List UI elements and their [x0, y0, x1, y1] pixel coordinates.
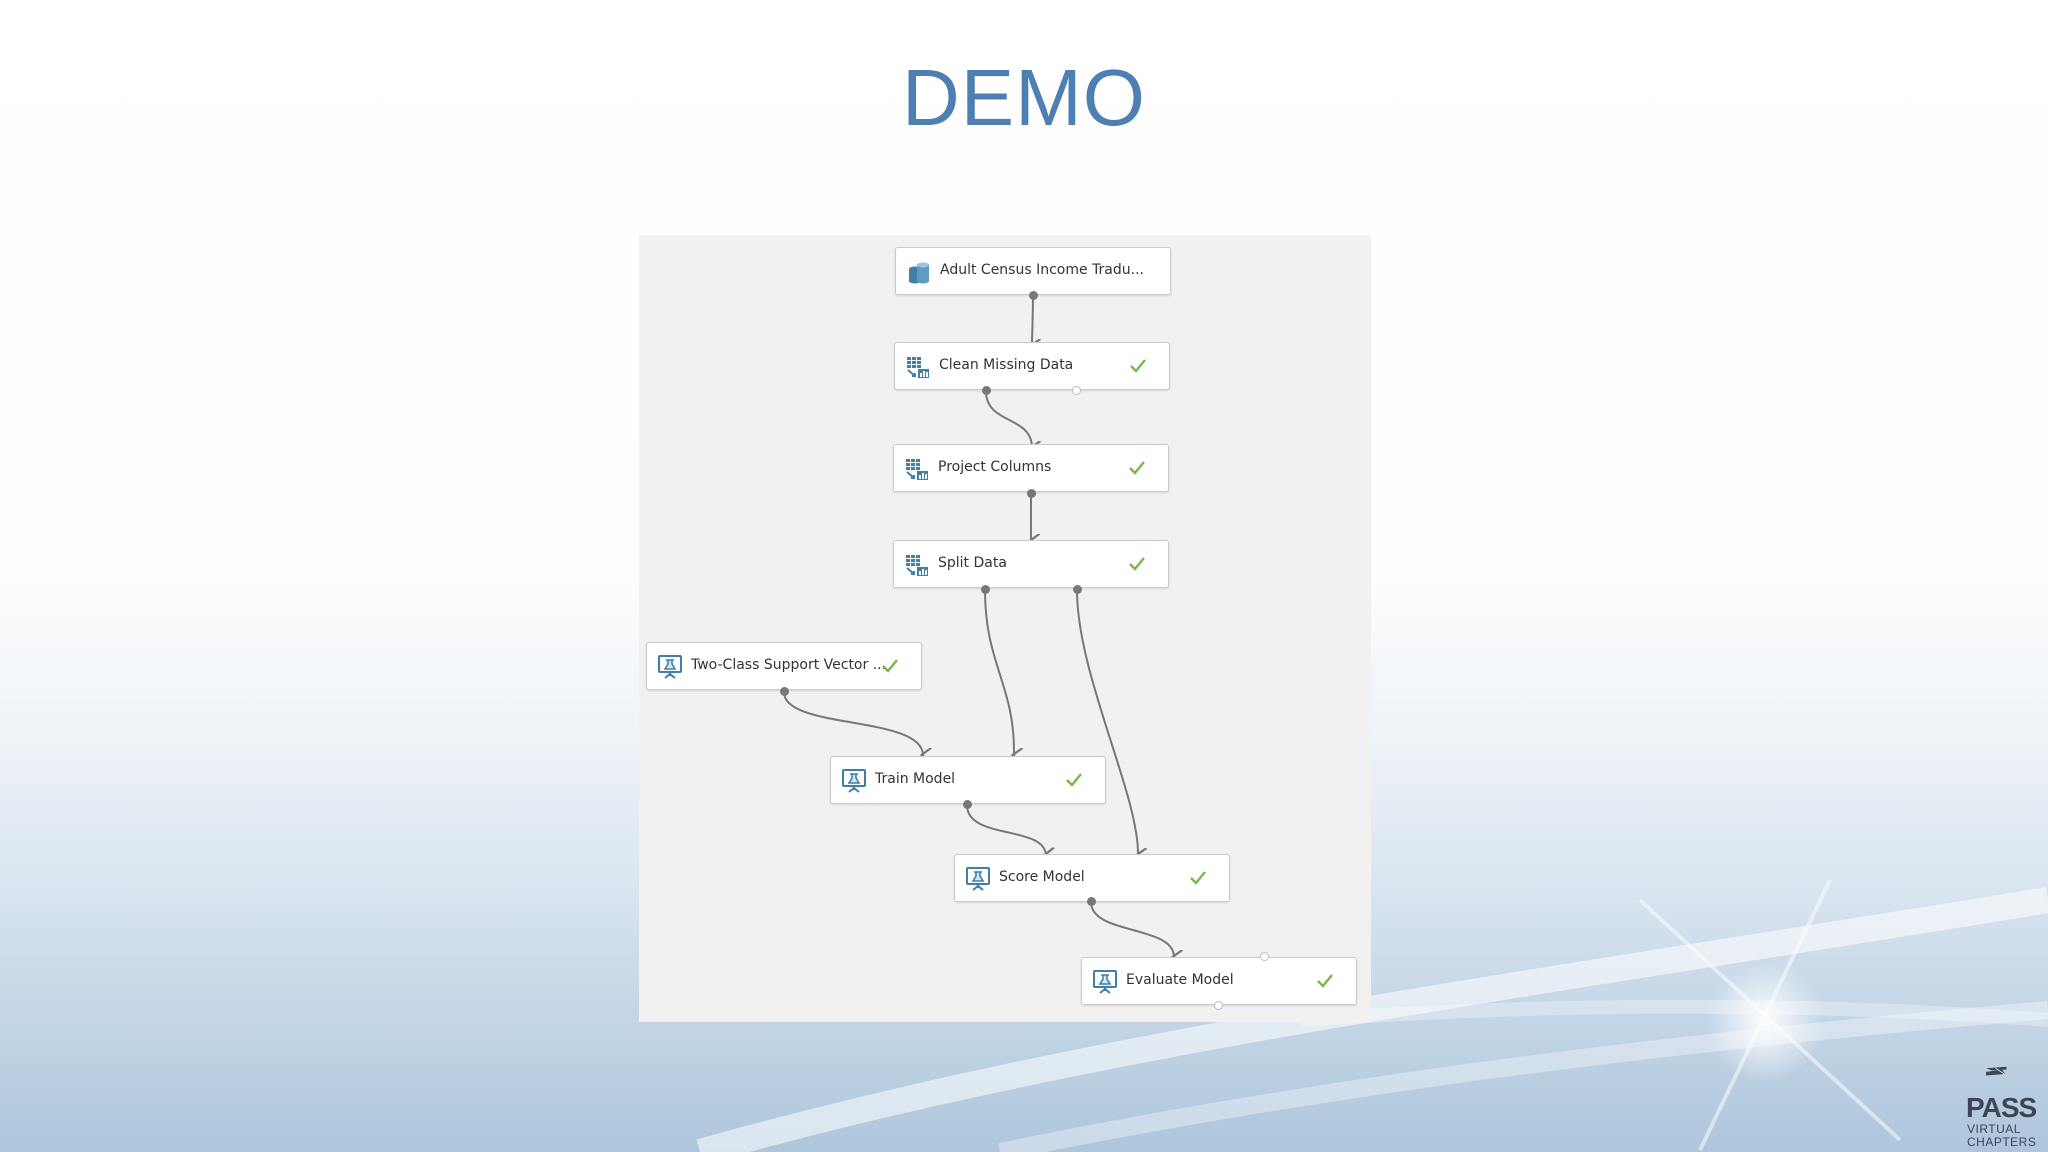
- ml-module-icon: [966, 867, 990, 891]
- module-label: Project Columns: [938, 459, 1052, 475]
- wire-dataset-clean: [1032, 295, 1033, 346]
- module-node-split-data[interactable]: Split Data: [893, 540, 1169, 588]
- module-label: Adult Census Income Tradu...: [940, 262, 1144, 278]
- logo-line2: CHAPTERS: [1967, 1135, 2037, 1149]
- wire-svm-train: [783, 691, 923, 755]
- module-label: Two-Class Support Vector ...: [691, 657, 887, 673]
- module-label: Evaluate Model: [1126, 972, 1234, 988]
- input-port[interactable]: [1260, 952, 1269, 961]
- logo-line1: VIRTUAL: [1967, 1122, 2021, 1136]
- module-label: Split Data: [938, 555, 1007, 571]
- module-node-clean-missing-data[interactable]: Clean Missing Data: [894, 342, 1170, 390]
- logo-name: PASS: [1966, 1092, 2037, 1123]
- data-transform-icon: [906, 459, 928, 480]
- wire-train-score: [966, 804, 1046, 855]
- output-port[interactable]: [982, 386, 991, 395]
- output-port[interactable]: [963, 800, 972, 809]
- checkmark-icon: [1129, 557, 1145, 571]
- output-port[interactable]: [1214, 1001, 1223, 1010]
- module-node-evaluate-model[interactable]: Evaluate Model: [1081, 957, 1357, 1005]
- output-port[interactable]: [1072, 386, 1081, 395]
- data-transform-icon: [906, 555, 928, 576]
- wire-split-score: [1076, 589, 1138, 855]
- checkmark-icon: [1129, 461, 1145, 475]
- module-node-train-model[interactable]: Train Model: [830, 756, 1106, 804]
- output-port[interactable]: [1027, 489, 1036, 498]
- pass-logo-icon: [1986, 1066, 2007, 1076]
- wire-clean-project: [985, 390, 1032, 448]
- module-node-two-class-svm[interactable]: Two-Class Support Vector ...: [646, 642, 922, 690]
- checkmark-icon: [1130, 359, 1146, 373]
- ml-module-icon: [1093, 970, 1117, 994]
- checkmark-icon: [1066, 773, 1082, 787]
- module-label: Clean Missing Data: [939, 357, 1074, 373]
- checkmark-icon: [882, 659, 898, 673]
- checkmark-icon: [1190, 871, 1206, 885]
- checkmark-icon: [1317, 974, 1333, 988]
- module-label: Train Model: [875, 771, 956, 787]
- module-label: Score Model: [999, 869, 1085, 885]
- experiment-canvas[interactable]: Adult Census Income Tradu... Clean Missi…: [639, 235, 1371, 1022]
- dataset-icon: [909, 262, 929, 284]
- output-port[interactable]: [1029, 291, 1038, 300]
- wire-split-train: [984, 589, 1014, 755]
- output-port[interactable]: [1087, 897, 1096, 906]
- ml-module-icon: [842, 769, 866, 793]
- ml-module-icon: [658, 655, 682, 679]
- output-port[interactable]: [1073, 585, 1082, 594]
- output-port[interactable]: [981, 585, 990, 594]
- module-node-score-model[interactable]: Score Model: [954, 854, 1230, 902]
- module-node-project-columns[interactable]: Project Columns: [893, 444, 1169, 492]
- connection-wires: [783, 295, 1371, 1022]
- data-transform-icon: [907, 357, 929, 378]
- wire-score-evaluate: [1090, 901, 1174, 957]
- module-node-dataset[interactable]: Adult Census Income Tradu...: [895, 247, 1171, 295]
- slide-title: DEMO: [902, 53, 1146, 142]
- output-port[interactable]: [780, 687, 789, 696]
